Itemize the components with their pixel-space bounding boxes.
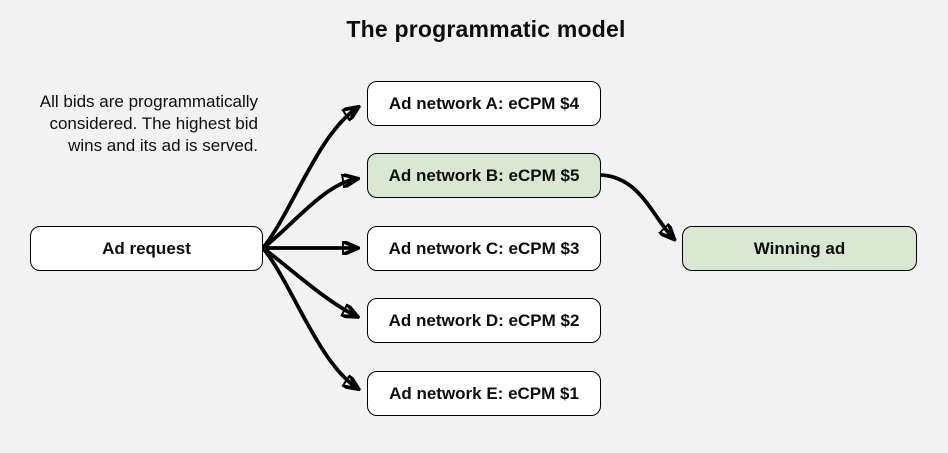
diagram-caption: All bids are programmatically considered… (12, 91, 258, 157)
arrow-network-b-to-winning-ad (599, 173, 673, 238)
node-ad-network-d: Ad network D: eCPM $2 (367, 298, 601, 343)
caption-line: wins and its ad is served. (68, 136, 258, 155)
arrow-request-to-network-d (261, 246, 356, 316)
node-ad-network-a-label: Ad network A: eCPM $4 (388, 93, 580, 113)
arrow-request-to-network-b (261, 179, 356, 250)
node-ad-network-c: Ad network C: eCPM $3 (367, 226, 601, 271)
node-ad-network-b: Ad network B: eCPM $5 (367, 153, 601, 198)
node-winning-ad-label: Winning ad (753, 238, 846, 258)
arrow-request-to-network-a (261, 108, 357, 250)
node-ad-network-b-label: Ad network B: eCPM $5 (388, 165, 580, 185)
node-ad-network-d-label: Ad network D: eCPM $2 (388, 310, 580, 330)
node-ad-network-e-label: Ad network E: eCPM $1 (389, 383, 579, 403)
caption-line: considered. The highest bid (49, 114, 258, 133)
node-ad-network-c-label: Ad network C: eCPM $3 (388, 238, 580, 258)
diagram-title: The programmatic model (346, 16, 626, 42)
caption-line: All bids are programmatically (39, 92, 258, 111)
node-ad-request-label: Ad request (102, 238, 191, 258)
node-ad-network-a: Ad network A: eCPM $4 (367, 81, 601, 126)
node-winning-ad: Winning ad (682, 226, 917, 271)
node-ad-network-e: Ad network E: eCPM $1 (367, 371, 601, 416)
node-ad-request: Ad request (30, 226, 263, 271)
arrow-request-to-network-e (261, 246, 357, 388)
